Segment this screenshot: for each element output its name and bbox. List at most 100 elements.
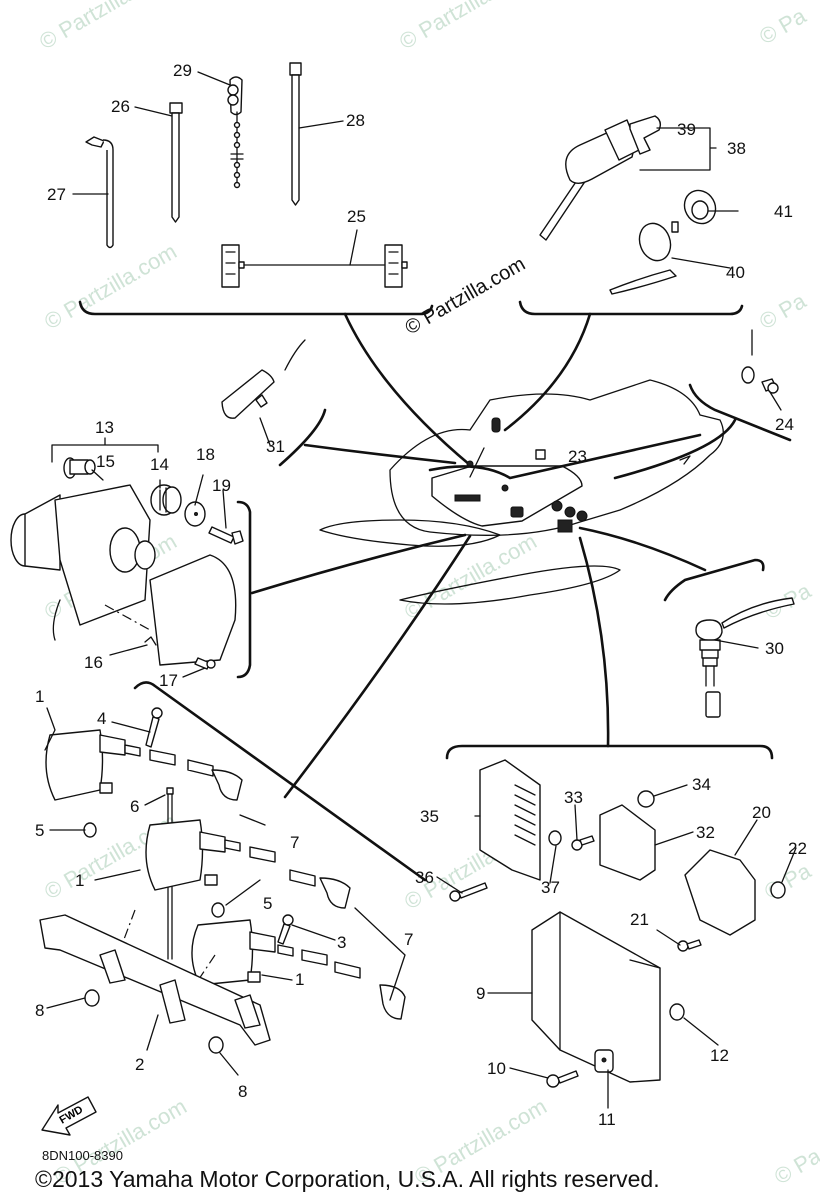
callout-1-c[interactable]: 1 xyxy=(295,970,304,989)
callout-32[interactable]: 32 xyxy=(696,823,715,842)
group-bracket-30 xyxy=(663,558,765,602)
part-5-nut-b[interactable] xyxy=(211,902,225,918)
part-17-screw[interactable] xyxy=(194,657,216,670)
callout-35[interactable]: 35 xyxy=(420,807,439,826)
callout-11[interactable]: 11 xyxy=(598,1110,616,1129)
callout-1-a[interactable]: 1 xyxy=(35,687,44,706)
group-bracket-coils xyxy=(133,681,427,882)
part-8-nut-b[interactable] xyxy=(208,1036,224,1054)
group-bracket-relay xyxy=(236,500,252,679)
callout-6[interactable]: 6 xyxy=(130,797,139,816)
part-1-coil-a[interactable] xyxy=(45,729,243,801)
part-4-bolt[interactable] xyxy=(145,707,163,748)
part-19-bolt[interactable] xyxy=(208,526,244,545)
part-31-condenser[interactable] xyxy=(221,339,306,419)
part-29-clamp[interactable] xyxy=(227,76,244,189)
part-1-coil-b[interactable] xyxy=(145,819,351,909)
callout-7-a[interactable]: 7 xyxy=(290,833,299,852)
part-9-cdi-unit[interactable] xyxy=(531,911,661,1083)
part-34-nut[interactable] xyxy=(637,790,655,808)
part-16-bracket[interactable] xyxy=(144,636,157,646)
callout-16[interactable]: 16 xyxy=(84,653,103,672)
callout-8-b[interactable]: 8 xyxy=(238,1082,247,1101)
part-28-cable-tie[interactable] xyxy=(289,62,302,206)
callout-34[interactable]: 34 xyxy=(692,775,711,794)
callout-20[interactable]: 20 xyxy=(752,803,771,822)
part-18-washer[interactable] xyxy=(184,501,206,527)
callout-30[interactable]: 30 xyxy=(765,639,784,658)
part-15-collar[interactable] xyxy=(63,457,96,479)
callout-18[interactable]: 18 xyxy=(196,445,215,464)
part-3-bolt[interactable] xyxy=(277,914,294,945)
callout-8-a[interactable]: 8 xyxy=(35,1001,44,1020)
callout-33[interactable]: 33 xyxy=(564,788,583,807)
callout-12[interactable]: 12 xyxy=(710,1046,729,1065)
watermark: © Partzilla.com xyxy=(40,239,181,335)
callout-19[interactable]: 19 xyxy=(212,476,231,495)
callout-23[interactable]: 23 xyxy=(568,447,587,466)
part-36-bolt[interactable] xyxy=(449,882,488,902)
callout-13[interactable]: 13 xyxy=(95,418,114,437)
part-2-bracket[interactable] xyxy=(39,914,271,1046)
callout-29[interactable]: 29 xyxy=(173,61,192,80)
callout-9[interactable]: 9 xyxy=(476,984,485,1003)
part-13-starter-relay[interactable] xyxy=(10,484,237,666)
part-24-bolt[interactable] xyxy=(741,329,779,394)
callout-28[interactable]: 28 xyxy=(346,111,365,130)
callout-5-a[interactable]: 5 xyxy=(35,821,44,840)
leader-switch-to-frame xyxy=(503,312,592,432)
part-38-main-switch[interactable] xyxy=(539,119,640,241)
callout-26[interactable]: 26 xyxy=(111,97,130,116)
callout-31[interactable]: 31 xyxy=(266,437,285,456)
part-5-nut-a[interactable] xyxy=(83,822,97,838)
part-39-key[interactable] xyxy=(629,115,662,155)
fwd-arrow-icon: FWD xyxy=(41,1096,97,1136)
callout-24[interactable]: 24 xyxy=(775,415,794,434)
leader-coils-to-frame xyxy=(283,534,472,799)
callout-15[interactable]: 15 xyxy=(96,452,115,471)
part-1-coil-c[interactable] xyxy=(191,919,406,1020)
part-23-snowmobile-frame[interactable] xyxy=(319,379,724,605)
part-12-nut[interactable] xyxy=(669,1003,685,1021)
part-14-damper[interactable] xyxy=(150,484,182,516)
callout-10[interactable]: 10 xyxy=(487,1059,506,1078)
callout-14[interactable]: 14 xyxy=(150,455,169,474)
callout-25[interactable]: 25 xyxy=(347,207,366,226)
group-bracket-units xyxy=(445,744,774,760)
part-11-damper[interactable] xyxy=(594,1049,614,1073)
callout-4[interactable]: 4 xyxy=(97,709,106,728)
callout-27[interactable]: 27 xyxy=(47,185,66,204)
callout-38[interactable]: 38 xyxy=(727,139,746,158)
part-20-unit[interactable] xyxy=(684,849,756,936)
part-40-switch[interactable] xyxy=(609,219,679,295)
bracket-38-39 xyxy=(639,127,717,171)
part-8-nut-a[interactable] xyxy=(84,989,100,1007)
callout-39[interactable]: 39 xyxy=(677,120,696,139)
callout-5-b[interactable]: 5 xyxy=(263,894,272,913)
part-30-thermo-switch[interactable] xyxy=(695,597,795,718)
callout-22[interactable]: 22 xyxy=(788,839,807,858)
callout-3[interactable]: 3 xyxy=(337,933,346,952)
leader-ties-to-frame xyxy=(343,312,472,467)
callout-2[interactable]: 2 xyxy=(135,1055,144,1074)
callout-36[interactable]: 36 xyxy=(415,868,434,887)
callout-1-b[interactable]: 1 xyxy=(75,871,84,890)
leader-relay-to-frame xyxy=(250,533,467,595)
part-27-clip-band[interactable] xyxy=(85,136,114,249)
part-35-rectifier-regulator[interactable] xyxy=(479,759,541,881)
part-37-collar[interactable] xyxy=(548,830,562,846)
part-21-bolt[interactable] xyxy=(677,939,702,952)
part-32-rectifier[interactable] xyxy=(599,804,656,881)
callout-41[interactable]: 41 xyxy=(774,202,793,221)
callout-17[interactable]: 17 xyxy=(159,671,178,690)
callout-37[interactable]: 37 xyxy=(541,878,560,897)
part-10-bolt[interactable] xyxy=(546,1070,579,1088)
part-25-band[interactable] xyxy=(221,244,408,288)
callout-7-b[interactable]: 7 xyxy=(404,930,413,949)
part-26-cable-tie[interactable] xyxy=(169,102,183,223)
callout-21[interactable]: 21 xyxy=(630,910,649,929)
part-41-nut[interactable] xyxy=(679,185,722,229)
callout-40[interactable]: 40 xyxy=(726,263,745,282)
part-33-bolt[interactable] xyxy=(571,835,595,851)
part-22-nut[interactable] xyxy=(770,881,786,899)
